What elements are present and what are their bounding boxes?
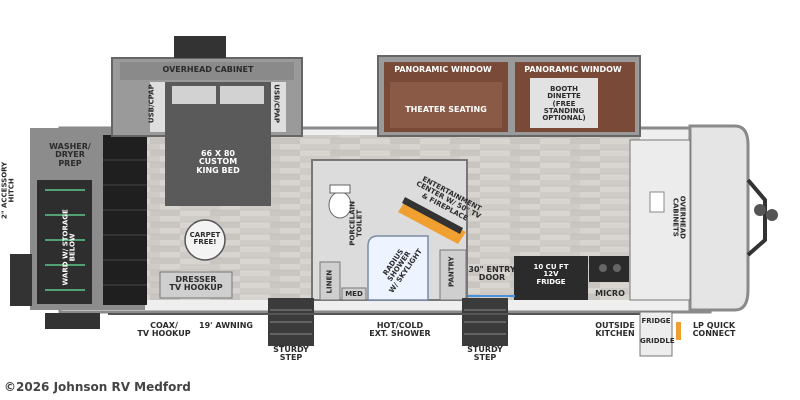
micro-label: MICRO (595, 289, 625, 298)
porcelain-toilet-label: PORCELAIN TOILET (348, 200, 364, 246)
entertainment-center (398, 200, 466, 244)
awning-label: 19' AWNING (199, 321, 253, 330)
carpet-free-label: CARPET FREE! (189, 231, 221, 247)
radius-shower (367, 235, 429, 301)
sturdy-step-2-label: STURDY STEP (467, 345, 503, 363)
hot-cold-shower-label: HOT/COLD EXT. SHOWER (369, 321, 431, 339)
linen-label: LINEN (325, 269, 334, 294)
entry-door-label: 30" ENTRY DOOR (468, 265, 516, 283)
dresser-label: DRESSER TV HOOKUP (169, 275, 223, 293)
coax-label: COAX/ TV HOOKUP (137, 321, 191, 339)
panoramic-window-2: PANORAMIC WINDOW (524, 65, 622, 74)
carpet-free-badge (184, 219, 226, 261)
outside-fridge-label: FRIDGE (641, 317, 671, 325)
dresser (159, 271, 233, 299)
washer-dryer-label: WASHER/ DRYER PREP (49, 142, 91, 168)
overhead-cabinet-label: OVERHEAD CABINET (162, 65, 254, 74)
sturdy-step-1-label: STURDY STEP (273, 345, 309, 363)
king-bed-label: 66 X 80 CUSTOM KING BED (196, 149, 240, 175)
microwave (589, 256, 629, 282)
kitchen-counter (629, 139, 691, 301)
booth-dinette-label: BOOTH DINETTE (FREE STANDING OPTIONAL) (542, 85, 586, 123)
front-cap (688, 124, 750, 312)
hitch (746, 178, 767, 257)
pantry-label: PANTRY (447, 256, 456, 287)
lp-quick-connect-label: LP QUICK CONNECT (692, 321, 736, 339)
usb-cpap-right-label: USB/CPAP (272, 84, 281, 124)
med-label: MED (345, 290, 363, 298)
panoramic-window-1: PANORAMIC WINDOW (394, 65, 492, 74)
griddle-label: GRIDDLE (640, 337, 675, 345)
outside-kitchen (639, 311, 673, 357)
overhead-cabinets-front-label: OVERHEAD CABINETS (671, 195, 687, 239)
outside-kitchen-label: OUTSIDE KITCHEN (595, 321, 635, 339)
accessory-hitch-label: 2" ACCESSORY HITCH (0, 161, 16, 219)
ward-storage-label: WARD W/ STORAGE BELOW (61, 209, 77, 286)
fridge (514, 256, 588, 300)
theater-seating-label: THEATER SEATING (405, 105, 487, 114)
copyright: ©2026 Johnson RV Medford (4, 380, 191, 394)
fridge-label: 10 CU FT 12V FRIDGE (533, 263, 569, 286)
usb-cpap-left-label: USB/CPAP (147, 84, 156, 124)
